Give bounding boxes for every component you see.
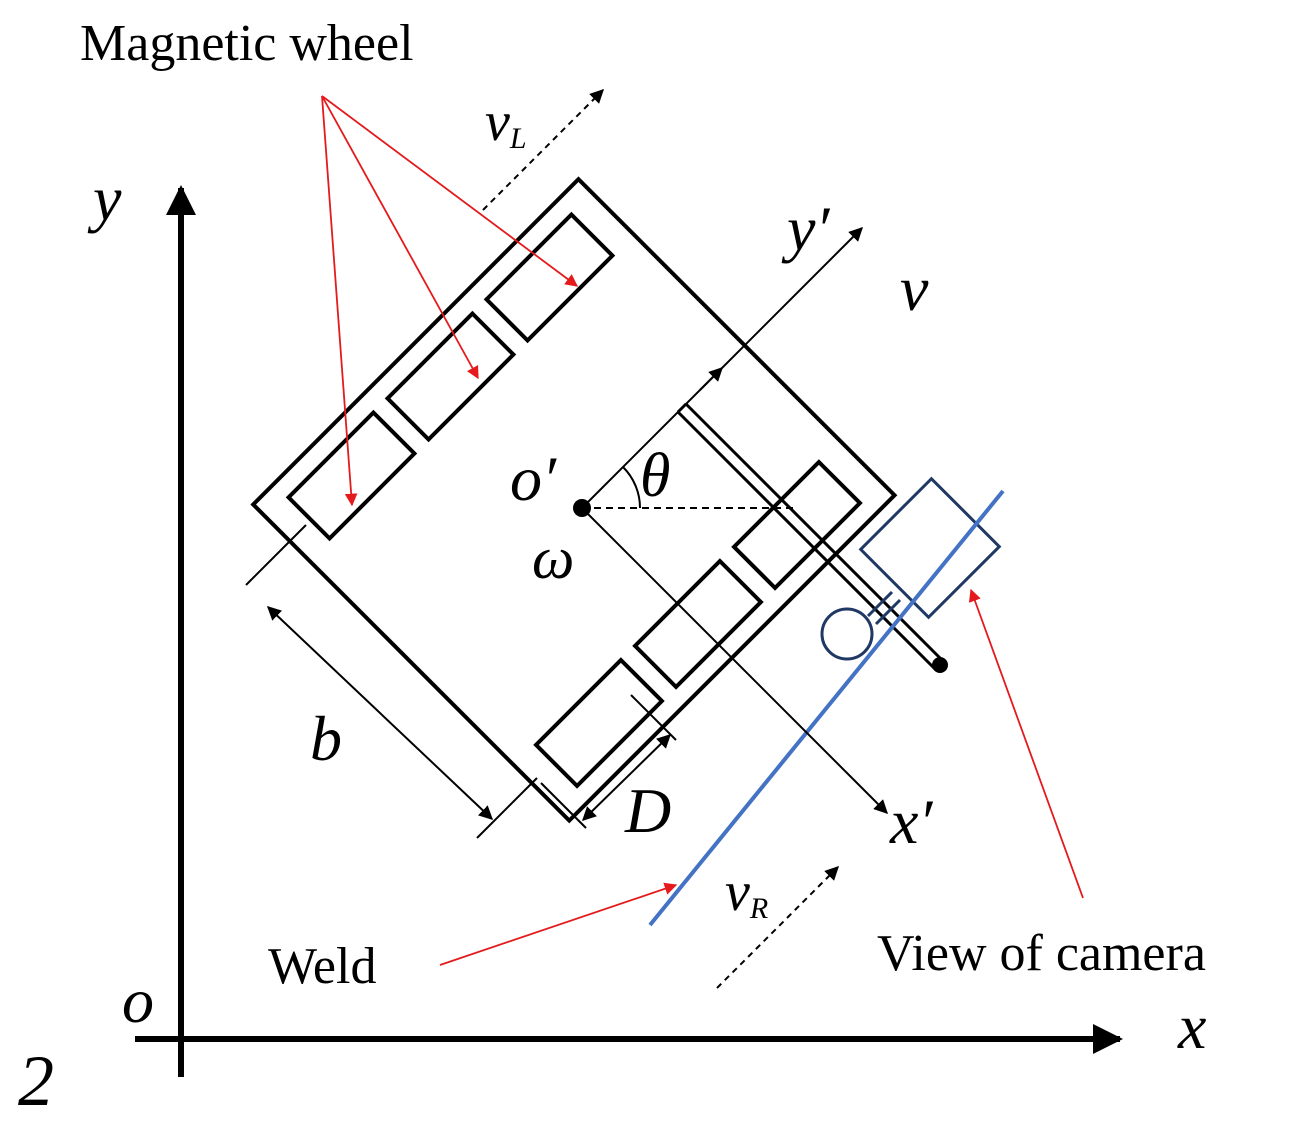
- magnetic-wheel-left-2: [384, 310, 517, 443]
- sensor-arm: [676, 402, 948, 673]
- weld-line: [648, 489, 1005, 927]
- v-l-label: vL: [485, 91, 527, 155]
- x-prime-label: x′: [889, 786, 933, 857]
- weld-pointer: [439, 882, 678, 966]
- magnetic-wheel-right-1: [533, 657, 665, 789]
- magnetic-wheel-left-3: [483, 211, 616, 344]
- omega-label: ω: [532, 525, 574, 591]
- d-label: D: [624, 775, 671, 846]
- velocity-label: v: [900, 253, 929, 324]
- x-axis-label: x: [1177, 991, 1206, 1062]
- panel-number: 2: [18, 1041, 54, 1121]
- theta-label: θ: [640, 442, 670, 510]
- b-label: b: [310, 703, 342, 774]
- camera-assembly: [820, 476, 1002, 661]
- theta-arc: [622, 466, 641, 509]
- origin-label: o: [122, 965, 154, 1036]
- x-prime-axis: [581, 507, 888, 814]
- v-r-label: vR: [725, 861, 768, 925]
- magnetic-wheel-right-3: [731, 459, 863, 591]
- magnetic-wheel-pointers: [321, 95, 579, 507]
- arm-tip: [932, 657, 948, 673]
- magnetic-wheel-label: Magnetic wheel: [80, 15, 414, 72]
- y-prime-label: y′: [781, 193, 830, 264]
- origin-prime-point: [573, 499, 591, 517]
- dimension-b: [245, 524, 538, 839]
- origin-prime-label: o′: [510, 443, 557, 514]
- camera-body: [858, 476, 1002, 620]
- camera-lens: [820, 607, 874, 661]
- magnetic-wheel-left-1: [285, 409, 418, 542]
- weld-label: Weld: [268, 938, 376, 995]
- camera-view-pointer: [968, 588, 1084, 899]
- view-of-camera-label: View of camera: [877, 925, 1206, 982]
- y-axis-label: y: [87, 163, 122, 234]
- dimension-d: [540, 694, 677, 829]
- velocity-arrow: [699, 367, 723, 391]
